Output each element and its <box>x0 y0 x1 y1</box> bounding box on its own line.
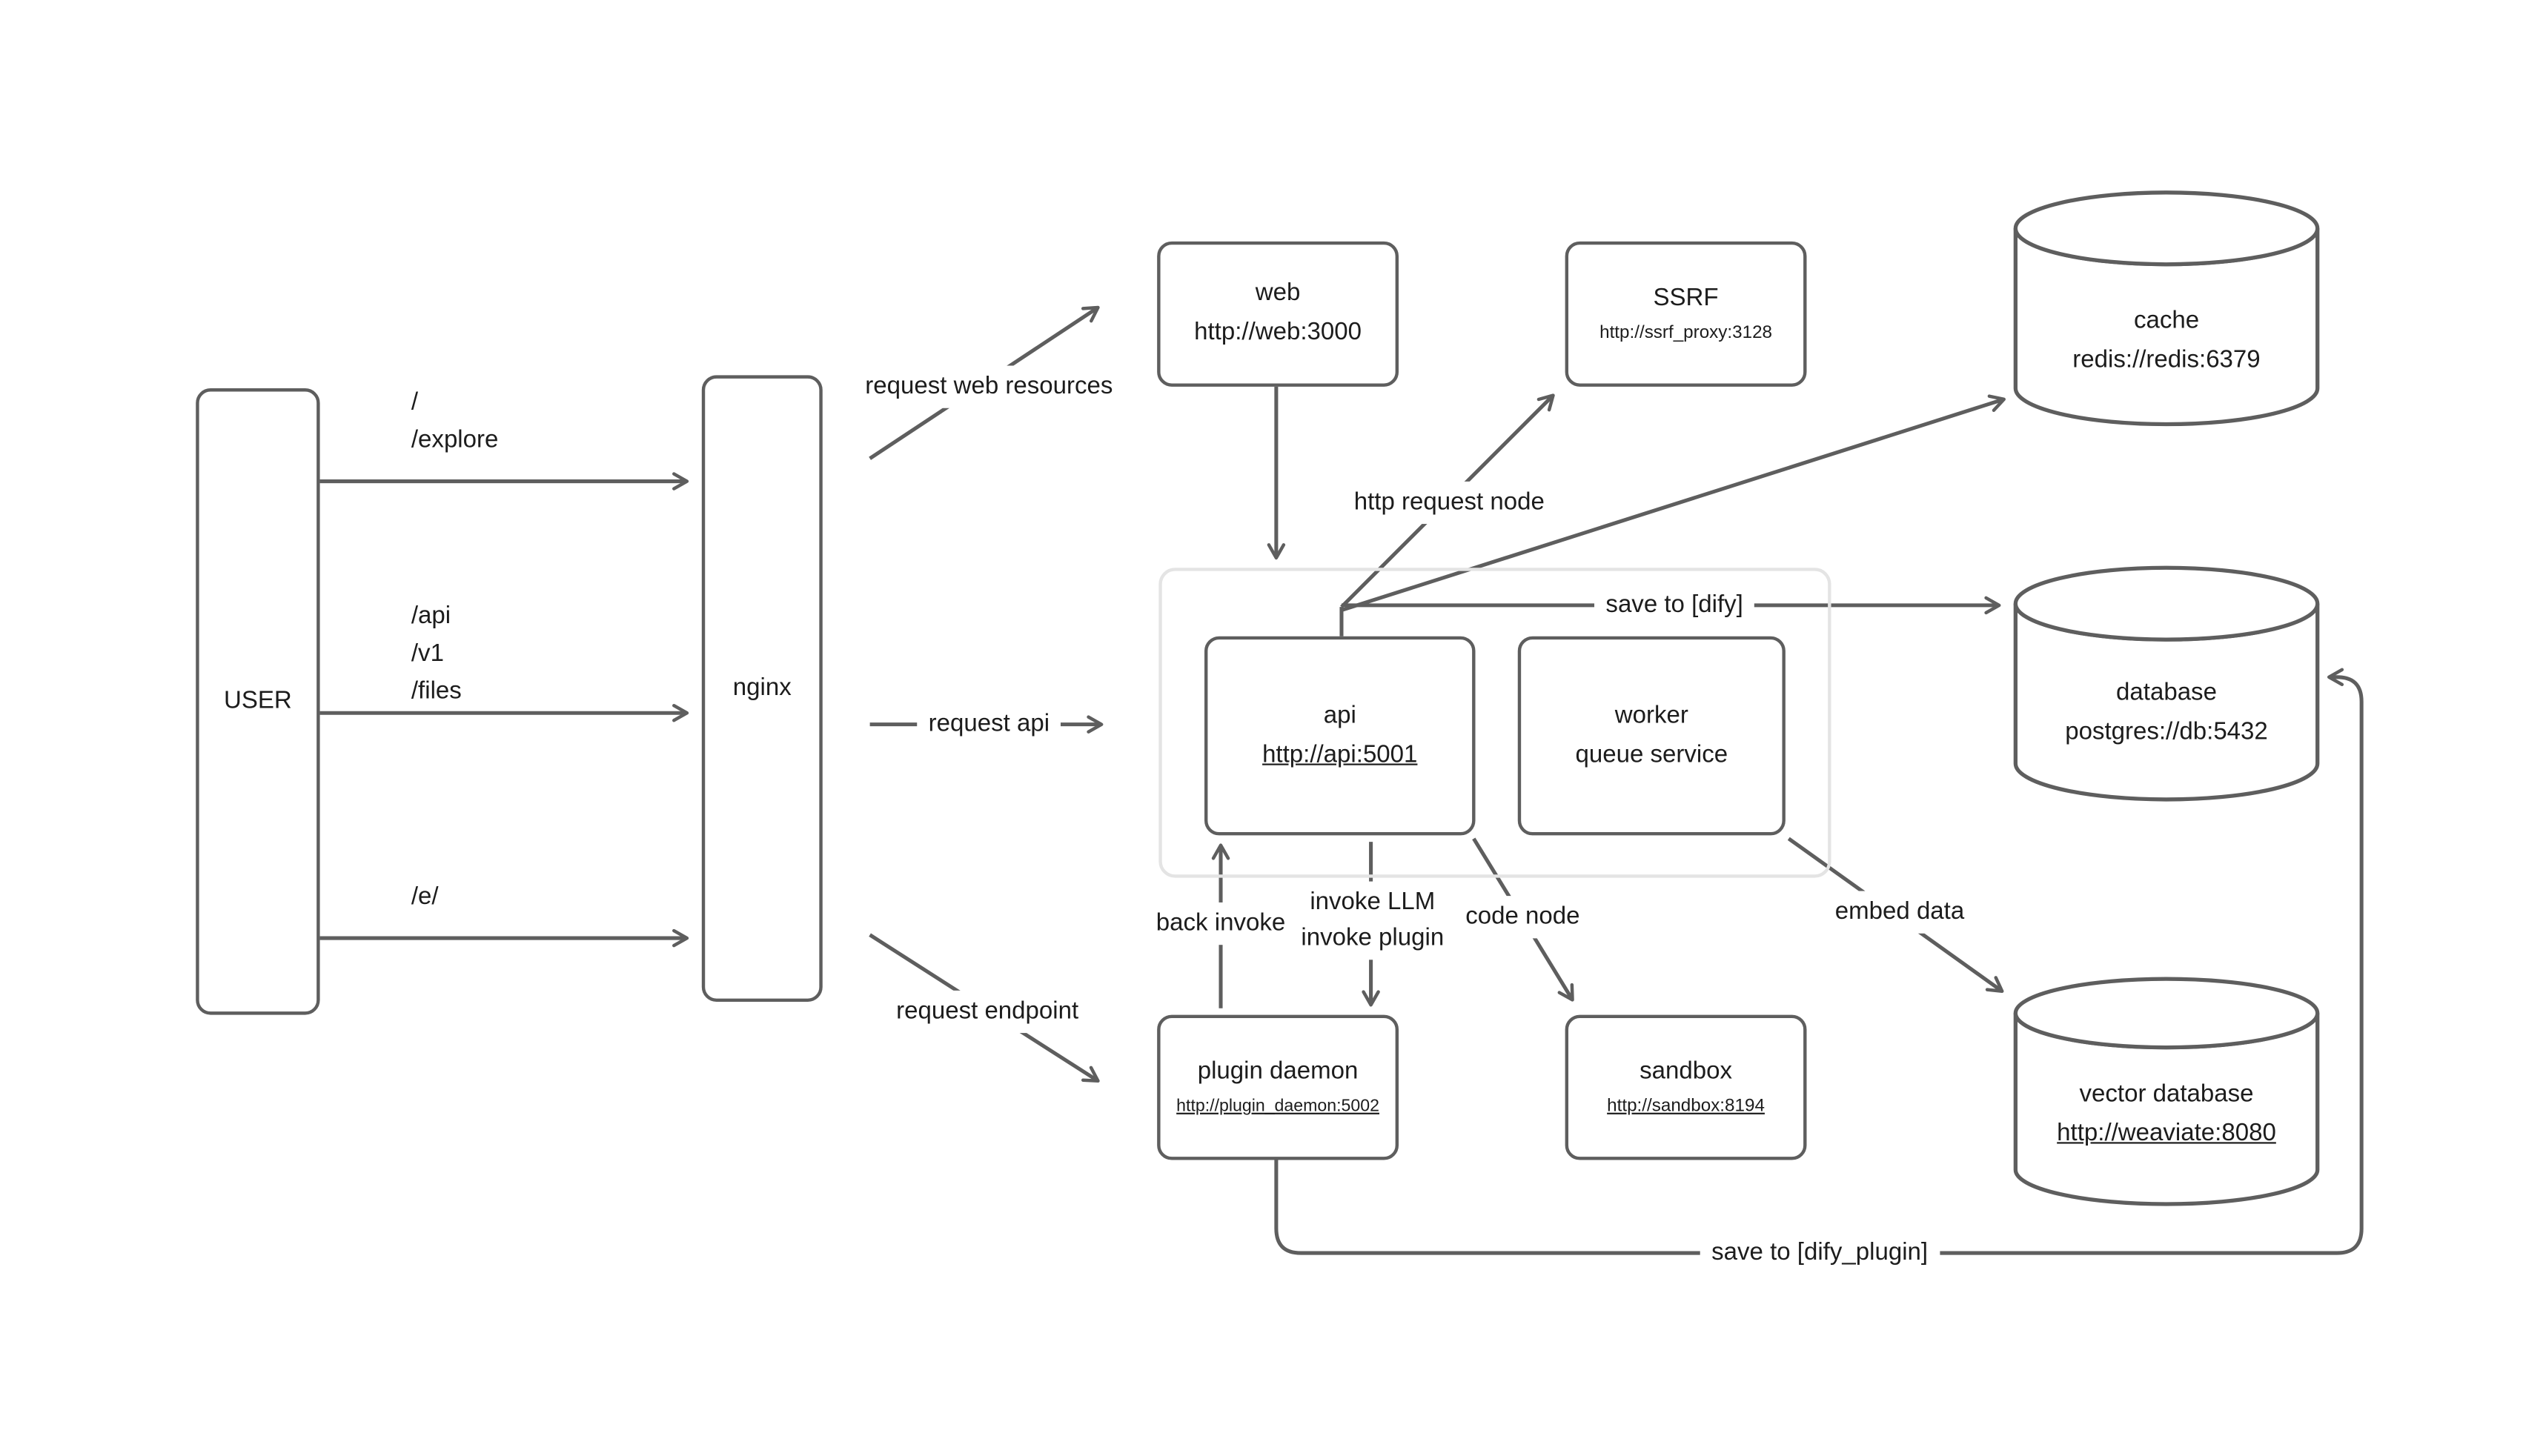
node-plugin-daemon-subtitle-link: http://plugin_daemon:5002 <box>1176 1096 1379 1116</box>
node-web-subtitle: http://web:3000 <box>1194 318 1362 346</box>
node-cache-title: cache <box>2133 306 2200 335</box>
node-web-title: web <box>1255 279 1301 308</box>
node-database-subtitle: postgres://db:5432 <box>2065 717 2268 745</box>
edge-label-user-routes-bottom: /e/ <box>411 878 439 916</box>
node-database-title: database <box>2116 678 2217 707</box>
edge-label-request-web: request web resources <box>853 365 1124 408</box>
node-api-title: api <box>1323 701 1356 729</box>
route-line: /v1 <box>411 639 444 668</box>
invoke-line: invoke plugin <box>1301 923 1445 951</box>
node-web: web http://web:3000 <box>1157 241 1399 387</box>
edge-label-save-dify: save to [dify] <box>1594 584 1755 627</box>
route-line: /e/ <box>411 882 439 911</box>
node-vector-database-label: vector database http://weaviate:8080 <box>2015 1080 2317 1150</box>
node-plugin-daemon-title: plugin daemon <box>1197 1057 1359 1086</box>
edge-label-code-node: code node <box>1453 896 1591 938</box>
invoke-line: invoke LLM <box>1310 888 1436 916</box>
edge-label-user-routes-mid: /api /v1 /files <box>411 597 462 710</box>
cache-cylinder <box>2013 190 2320 427</box>
node-vector-database-title: vector database <box>2079 1080 2254 1108</box>
edge-label-user-routes-top: / /explore <box>411 383 499 458</box>
node-worker: worker queue service <box>1517 636 1786 836</box>
node-sandbox: sandbox http://sandbox:8194 <box>1565 1014 1807 1160</box>
route-line: /api <box>411 602 451 630</box>
node-nginx-label: nginx <box>732 673 792 701</box>
node-user-label: USER <box>224 686 292 714</box>
node-ssrf-subtitle: http://ssrf_proxy:3128 <box>1599 322 1773 342</box>
route-line: /explore <box>411 425 499 454</box>
edge-label-http-request-node: http request node <box>1342 481 1556 524</box>
node-cache-subtitle: redis://redis:6379 <box>2072 345 2261 373</box>
node-api-subtitle-link: http://api:5001 <box>1262 739 1418 768</box>
route-line: /files <box>411 677 462 705</box>
edge-label-save-dify-plugin: save to [dify_plugin] <box>1700 1231 1940 1274</box>
edge-label-request-endpoint: request endpoint <box>884 990 1090 1033</box>
edge-label-request-api: request api <box>917 703 1061 745</box>
vector-database-cylinder <box>2013 977 2320 1206</box>
route-line: / <box>411 388 419 416</box>
node-vector-database-subtitle-link: http://weaviate:8080 <box>2057 1118 2276 1147</box>
node-worker-title: worker <box>1614 701 1688 729</box>
node-plugin-daemon: plugin daemon http://plugin_daemon:5002 <box>1157 1014 1399 1160</box>
node-cache-label: cache redis://redis:6379 <box>2015 307 2317 376</box>
node-ssrf: SSRF http://ssrf_proxy:3128 <box>1565 241 1807 387</box>
node-worker-subtitle: queue service <box>1575 739 1728 768</box>
node-api: api http://api:5001 <box>1204 636 1476 836</box>
node-sandbox-subtitle-link: http://sandbox:8194 <box>1607 1095 1765 1115</box>
node-sandbox-title: sandbox <box>1640 1057 1733 1085</box>
api-worker-group <box>1158 568 1831 878</box>
node-user: USER <box>196 388 320 1015</box>
edge-label-invoke: invoke LLM invoke plugin <box>1289 881 1456 960</box>
database-cylinder <box>2013 565 2320 802</box>
node-ssrf-title: SSRF <box>1653 283 1719 312</box>
node-database-label: database postgres://db:5432 <box>2015 679 2317 748</box>
arrow-api-cache <box>1341 394 2006 612</box>
edge-label-embed-data: embed data <box>1823 891 1976 934</box>
arrow-plugin-daemon-database <box>1274 668 2364 1255</box>
node-nginx: nginx <box>701 375 823 1002</box>
edge-label-back-invoke: back invoke <box>1144 902 1297 945</box>
